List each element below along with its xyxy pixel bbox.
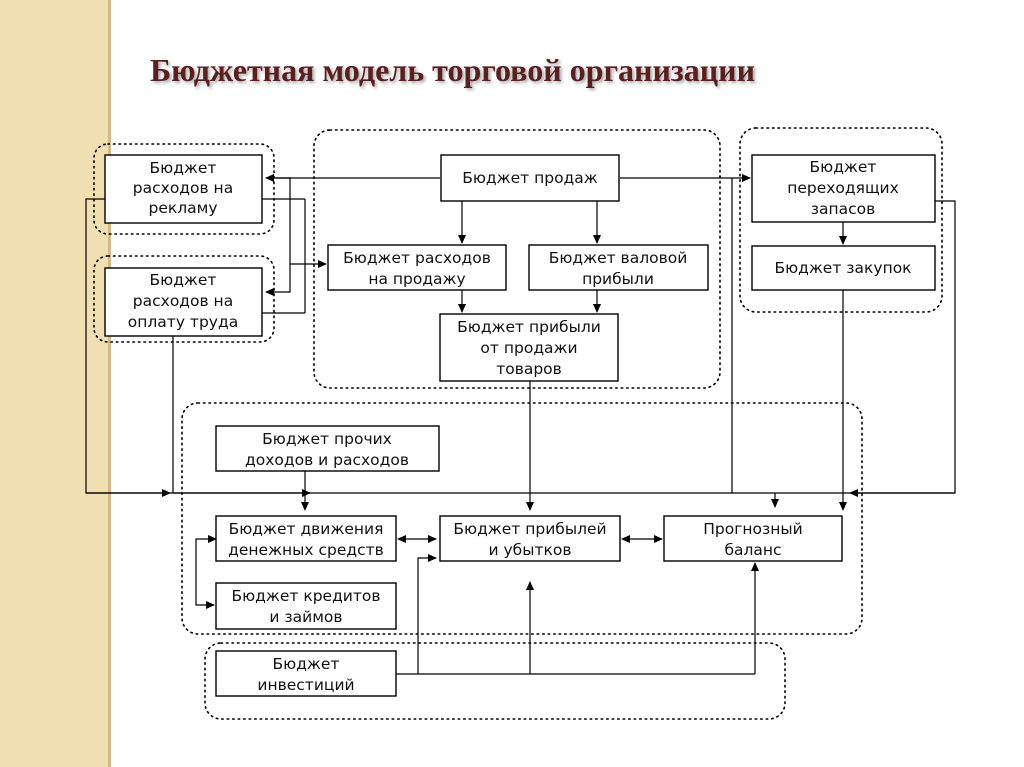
- svg-text:Бюджет: Бюджет: [150, 159, 217, 177]
- box-label: Бюджет: [810, 158, 877, 176]
- box-label: Бюджет валовой: [549, 249, 688, 267]
- box-label: баланс: [724, 541, 781, 559]
- svg-text:оплату труда: оплату труда: [128, 313, 238, 331]
- box-label: Бюджет расходов: [343, 249, 491, 267]
- svg-text:Бюджет продаж: Бюджет продаж: [462, 169, 598, 187]
- box-label: доходов и расходов: [245, 451, 409, 469]
- box-carryover-stock-budget: Бюджет переходящих запасов: [751, 154, 936, 223]
- left-decor-strip: [0, 0, 108, 767]
- svg-text:Бюджет валовой: Бюджет валовой: [549, 249, 688, 267]
- box-label: Бюджет прочих: [262, 430, 392, 448]
- box-label: и займов: [269, 608, 342, 626]
- group-sales: [313, 129, 721, 389]
- box-label: товаров: [496, 360, 562, 378]
- box-credits-budget: Бюджет кредитов и займов: [215, 582, 397, 630]
- box-label: оплату труда: [128, 313, 238, 331]
- box-investments-budget: Бюджет инвестиций: [215, 650, 397, 697]
- svg-text:Бюджет прибылей: Бюджет прибылей: [453, 520, 606, 538]
- box-label: расходов на: [133, 292, 233, 310]
- svg-text:расходов на: расходов на: [133, 292, 233, 310]
- connectors: [85, 174, 956, 675]
- svg-text:Бюджет: Бюджет: [273, 655, 340, 673]
- box-advertising-budget: Бюджет расходов на рекламу: [104, 154, 263, 224]
- svg-text:переходящих: переходящих: [787, 179, 899, 197]
- svg-text:запасов: запасов: [811, 200, 876, 218]
- svg-text:Прогнозный: Прогнозный: [703, 520, 802, 538]
- box-sales-profit-budget: Бюджет прибыли от продажи товаров: [439, 313, 619, 382]
- group-payroll: [93, 255, 275, 343]
- group-investments: [204, 642, 786, 720]
- box-label: Бюджет продаж: [462, 169, 598, 187]
- box-label: прибыли: [582, 270, 654, 288]
- box-label: на продажу: [368, 270, 465, 288]
- box-label: переходящих: [787, 179, 899, 197]
- svg-text:инвестиций: инвестиций: [257, 676, 354, 694]
- svg-text:на продажу: на продажу: [368, 270, 465, 288]
- svg-text:баланс: баланс: [724, 541, 781, 559]
- box-payroll-budget: Бюджет расходов на оплату труда: [104, 267, 263, 337]
- box-label: Бюджет прибыли: [457, 318, 601, 336]
- svg-text:денежных средств: денежных средств: [228, 541, 384, 559]
- box-label: Прогнозный: [703, 520, 802, 538]
- svg-text:товаров: товаров: [496, 360, 562, 378]
- svg-text:расходов на: расходов на: [133, 179, 233, 197]
- svg-text:от продажи: от продажи: [480, 339, 577, 357]
- box-label: рекламу: [148, 199, 217, 217]
- group-financial: [181, 402, 863, 635]
- box-sales-budget: Бюджет продаж: [440, 154, 620, 202]
- box-label: Бюджет закупок: [774, 259, 911, 277]
- box-label: расходов на: [133, 179, 233, 197]
- svg-text:рекламу: рекламу: [148, 199, 217, 217]
- box-label: и убытков: [489, 541, 572, 559]
- left-decor-strip-edge: [108, 0, 111, 767]
- group-stock: [739, 127, 943, 313]
- box-label: запасов: [811, 200, 876, 218]
- svg-text:Бюджет прочих: Бюджет прочих: [262, 430, 392, 448]
- box-label: Бюджет: [273, 655, 340, 673]
- box-cash-flow-budget: Бюджет движения денежных средств: [215, 515, 397, 562]
- box-selling-expenses-budget: Бюджет расходов на продажу: [327, 244, 507, 291]
- box-label: Бюджет прибылей: [453, 520, 606, 538]
- box-label: инвестиций: [257, 676, 354, 694]
- box-label: Бюджет: [150, 271, 217, 289]
- svg-text:Бюджет расходов: Бюджет расходов: [343, 249, 491, 267]
- box-gross-profit-budget: Бюджет валовой прибыли: [528, 244, 709, 291]
- svg-text:Бюджет: Бюджет: [150, 271, 217, 289]
- svg-text:Бюджет закупок: Бюджет закупок: [774, 259, 911, 277]
- box-forecast-balance: Прогнозный баланс: [663, 515, 843, 562]
- svg-text:и убытков: и убытков: [489, 541, 572, 559]
- svg-text:Бюджет: Бюджет: [810, 158, 877, 176]
- box-other-income-budget: Бюджет прочих доходов и расходов: [215, 425, 440, 472]
- box-label: Бюджет движения: [229, 520, 384, 538]
- box-purchases-budget: Бюджет закупок: [751, 245, 936, 291]
- svg-text:и займов: и займов: [269, 608, 342, 626]
- box-label: Бюджет: [150, 159, 217, 177]
- svg-text:доходов и расходов: доходов и расходов: [245, 451, 409, 469]
- group-advertising: [93, 143, 275, 235]
- svg-text:Бюджет движения: Бюджет движения: [229, 520, 384, 538]
- box-label: Бюджет кредитов: [231, 587, 380, 605]
- box-label: от продажи: [480, 339, 577, 357]
- svg-text:Бюджет прибыли: Бюджет прибыли: [457, 318, 601, 336]
- svg-text:прибыли: прибыли: [582, 270, 654, 288]
- svg-text:Бюджет кредитов: Бюджет кредитов: [231, 587, 380, 605]
- box-profit-loss-budget: Бюджет прибылей и убытков: [439, 515, 621, 562]
- page-title: Бюджетная модель торговой организации: [150, 52, 756, 88]
- box-label: денежных средств: [228, 541, 384, 559]
